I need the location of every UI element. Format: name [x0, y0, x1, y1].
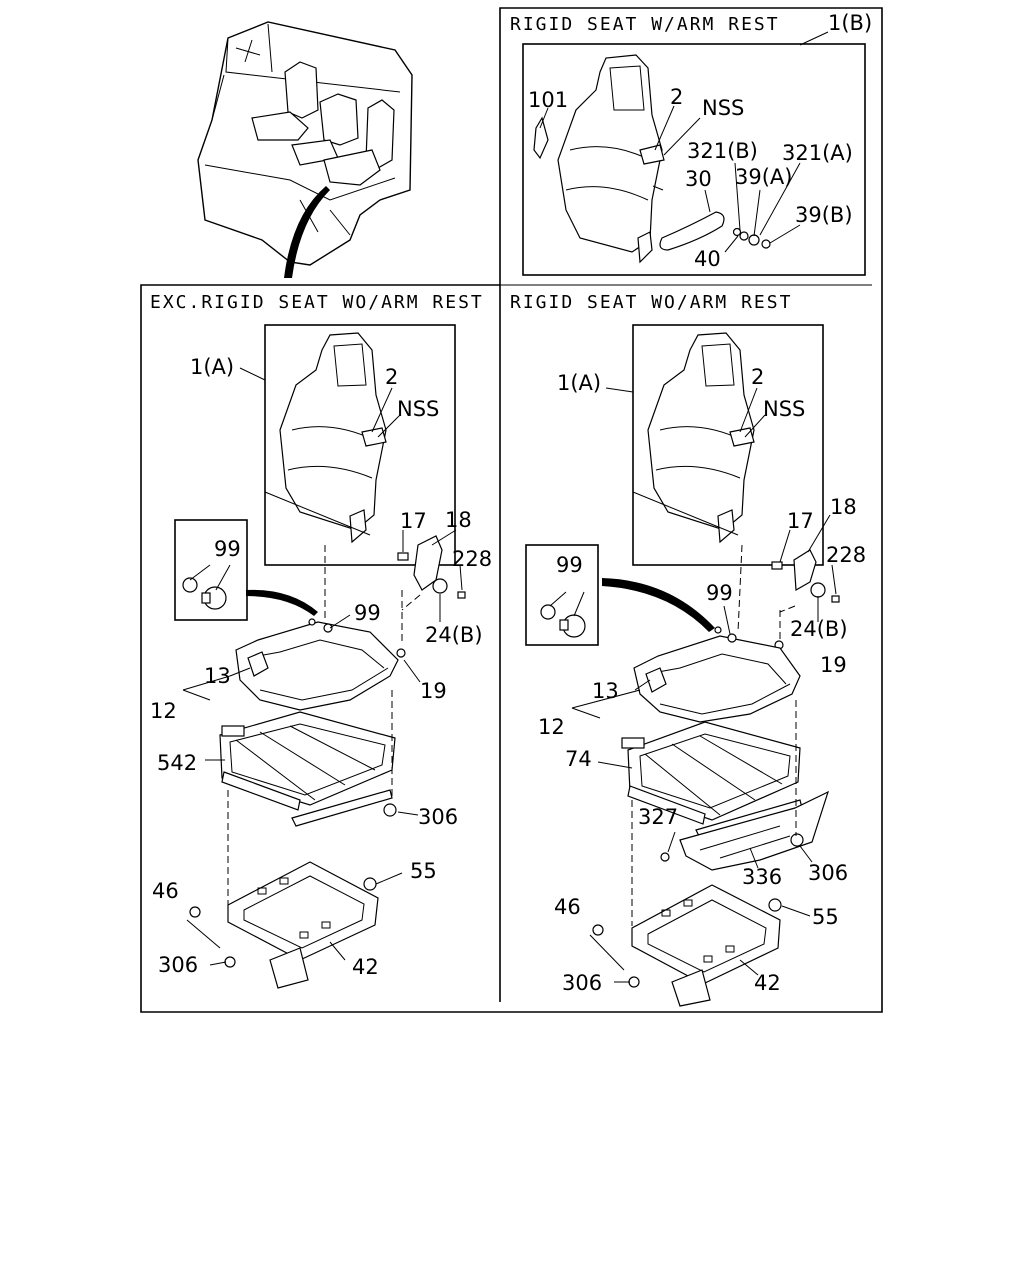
bl-callout-nss: NSS	[397, 397, 439, 421]
br-seat-rail-frame	[621, 721, 829, 871]
callout-1b: 1(B)	[828, 11, 872, 35]
bl-callout-2: 2	[385, 365, 398, 389]
br-leader-and-dashed-lines	[571, 387, 837, 983]
bl-callout-99: 99	[354, 601, 381, 625]
br-callout-327: 327	[638, 805, 678, 829]
bl-callout-1a: 1(A)	[190, 355, 234, 379]
callout-321b: 321(B)	[687, 139, 758, 163]
br-callout-55: 55	[812, 905, 839, 929]
br-seat-base-bracket	[592, 884, 782, 1007]
panel-heading-rigid-seat-without-armrest: RIGID SEAT WO/ARM REST	[510, 292, 792, 313]
br-callout-17: 17	[787, 509, 814, 533]
bl-callout-306-lower: 306	[158, 953, 198, 977]
br-callout-336: 336	[742, 865, 782, 889]
bl-callout-306-upper: 306	[418, 805, 458, 829]
panel-heading-exc-rigid-seat: EXC.RIGID SEAT WO/ARM REST	[150, 292, 484, 313]
bl-callout-18: 18	[445, 508, 472, 532]
callout-321a: 321(A)	[782, 141, 853, 165]
br-callout-46: 46	[554, 895, 581, 919]
br-callout-306-upper: 306	[808, 861, 848, 885]
bl-seat-back	[264, 332, 387, 544]
bl-callout-24b: 24(B)	[425, 623, 483, 647]
br-callout-306-lower: 306	[562, 971, 602, 995]
bl-callout-13: 13	[204, 664, 231, 688]
br-callout-228: 228	[826, 543, 866, 567]
bl-callout-228: 228	[452, 547, 492, 571]
br-clip-detail	[540, 578, 715, 638]
br-callout-99-box: 99	[556, 553, 583, 577]
bl-callout-55: 55	[410, 859, 437, 883]
br-callout-24b: 24(B)	[790, 617, 848, 641]
br-callout-2: 2	[751, 365, 764, 389]
bl-callout-19: 19	[420, 679, 447, 703]
br-seat-back	[632, 332, 755, 544]
br-callout-74: 74	[565, 747, 592, 771]
seat-back-with-armrest	[533, 54, 771, 264]
br-callout-42: 42	[754, 971, 781, 995]
bl-seat-cushion	[235, 618, 399, 711]
callout-101: 101	[528, 88, 568, 112]
bl-callout-17: 17	[400, 509, 427, 533]
callout-2: 2	[670, 85, 683, 109]
bl-callout-12: 12	[150, 699, 177, 723]
br-callout-nss: NSS	[763, 397, 805, 421]
vehicle-cab-illustration	[197, 21, 413, 278]
bl-seat-rail-frame	[219, 711, 397, 827]
bl-clip-detail	[182, 564, 318, 616]
br-callout-19: 19	[820, 653, 847, 677]
bl-leader-and-dashed-lines	[182, 367, 463, 966]
callout-nss: NSS	[702, 96, 744, 120]
bl-callout-542: 542	[157, 751, 197, 775]
br-seat-cushion	[633, 626, 801, 723]
callout-30: 30	[685, 167, 712, 191]
br-callout-13: 13	[592, 679, 619, 703]
panel-heading-rigid-seat-with-armrest: RIGID SEAT W/ARM REST	[510, 14, 780, 35]
bl-callout-42: 42	[352, 955, 379, 979]
br-callout-99: 99	[706, 581, 733, 605]
br-armrest-cover-parts	[771, 549, 840, 650]
br-callout-18: 18	[830, 495, 857, 519]
br-callout-12: 12	[538, 715, 565, 739]
bl-callout-46: 46	[152, 879, 179, 903]
bl-seat-base-bracket	[189, 861, 379, 989]
bl-callout-99-box: 99	[214, 537, 241, 561]
diagram-frames	[140, 7, 883, 1013]
callout-39a: 39(A)	[735, 165, 792, 189]
callout-40: 40	[694, 247, 721, 271]
top-right-leader-lines	[539, 105, 801, 253]
bl-armrest-cover-parts	[396, 535, 466, 658]
callout-39b: 39(B)	[795, 203, 853, 227]
br-callout-1a: 1(A)	[557, 371, 601, 395]
